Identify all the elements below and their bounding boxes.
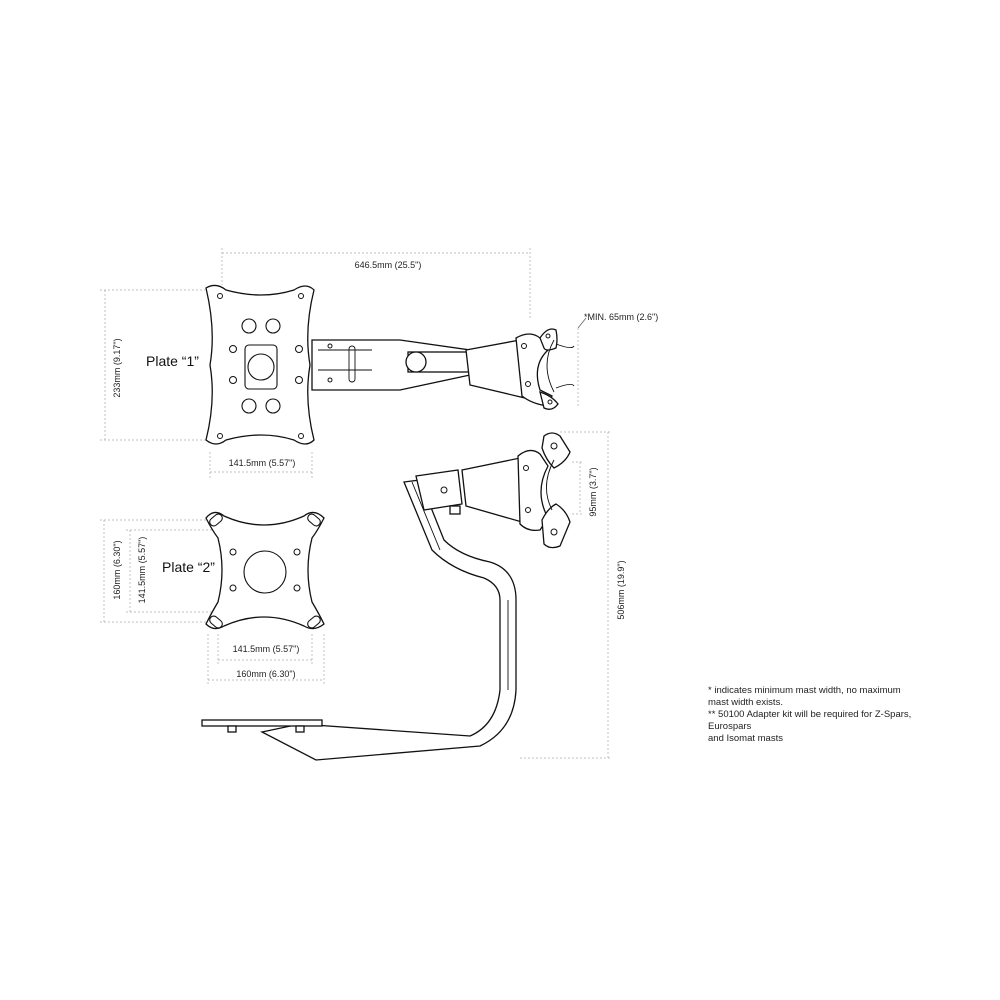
overall-width-dimension: 646.5mm (25.5")	[221, 248, 531, 320]
plate1-height-dimension: 233mm (9.17")	[100, 289, 205, 441]
plate2-height-outer-label: 160mm (6.30")	[112, 540, 122, 599]
clamp-height-label: 95mm (3.7")	[588, 467, 598, 516]
note-line: mast width exists.	[708, 697, 783, 708]
plate2-width-dimensions: 141.5mm (5.57") 160mm (6.30")	[207, 634, 325, 684]
mount-assembly	[201, 432, 571, 761]
plate1-width-dimension: 141.5mm (5.57")	[209, 452, 313, 478]
plate1-label: Plate “1”	[146, 353, 199, 369]
plate-2	[205, 511, 325, 630]
note-line: ** 50100 Adapter kit will be required fo…	[708, 709, 912, 732]
clamp-height-dimension: 95mm (3.7")	[572, 461, 598, 517]
mount-height-label: 506mm (19.9")	[616, 560, 626, 619]
plate-1	[205, 284, 315, 445]
plate1-height-label: 233mm (9.17")	[112, 338, 122, 397]
note-line: * indicates minimum mast width, no maxim…	[708, 685, 901, 696]
plate2-height-dimensions: 160mm (6.30") 141.5mm (5.57")	[100, 519, 228, 623]
overall-width-label: 646.5mm (25.5")	[355, 260, 422, 270]
mount-height-dimension: 506mm (19.9")	[520, 431, 626, 759]
mast-clamp-top	[465, 328, 575, 410]
plate2-label: Plate “2”	[162, 559, 215, 575]
note-line: and Isomat masts	[708, 733, 783, 744]
plate2-width-outer-label: 160mm (6.30")	[236, 669, 295, 679]
notes-block: * indicates minimum mast width, no maxim…	[708, 685, 938, 745]
plate2-width-inner-label: 141.5mm (5.57")	[233, 644, 300, 654]
plate1-width-label: 141.5mm (5.57")	[229, 458, 296, 468]
extension-arm	[311, 339, 471, 391]
min-mast-label: *MIN. 65mm (2.6")	[584, 312, 658, 322]
min-mast-dimension: *MIN. 65mm (2.6")	[577, 312, 658, 408]
plate2-height-inner-label: 141.5mm (5.57")	[137, 537, 147, 604]
